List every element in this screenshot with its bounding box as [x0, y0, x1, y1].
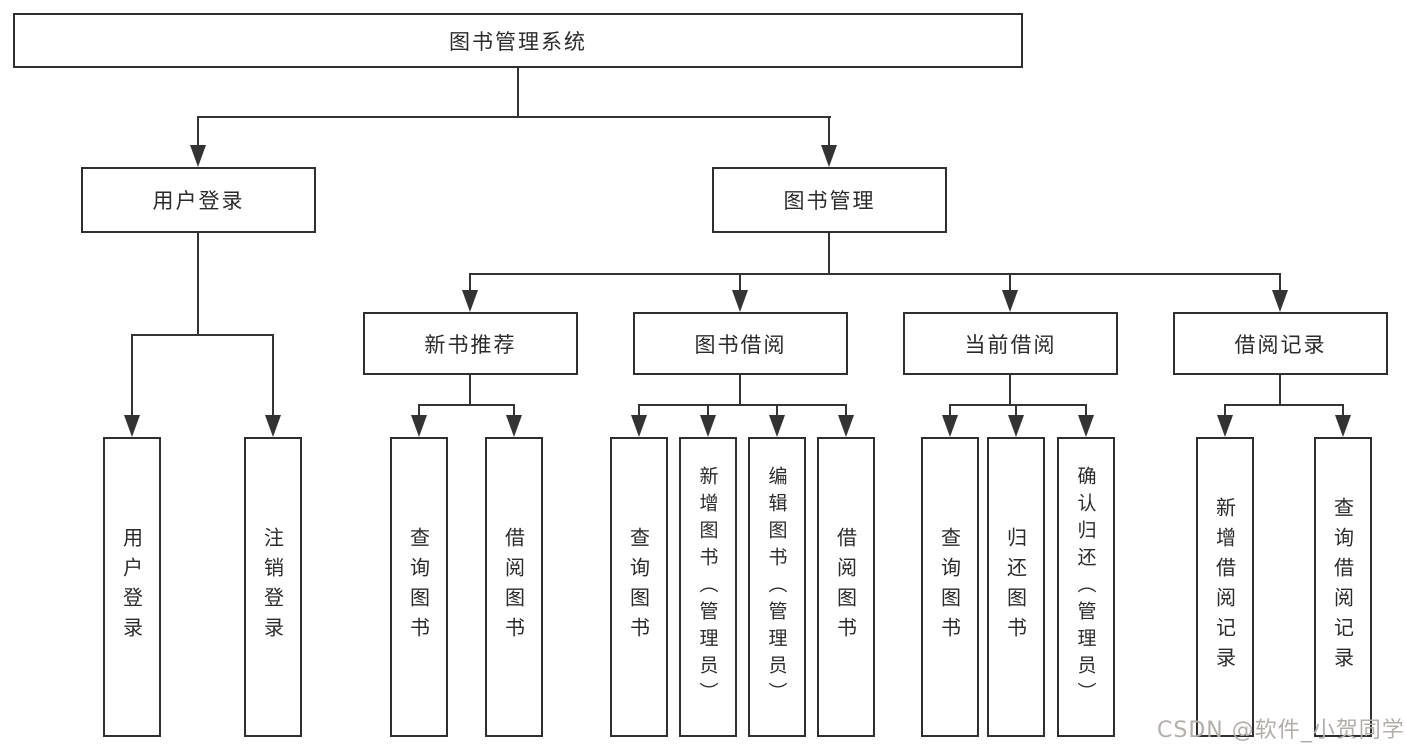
leaf-borrow-books: 借阅图书 [817, 437, 875, 737]
connector-line [739, 375, 741, 406]
leaf-query-borrow-record: 查询借阅记录 [1314, 437, 1372, 737]
arrow-down-icon [1002, 290, 1018, 312]
connector-line [707, 404, 709, 416]
arrow-down-icon [1335, 415, 1351, 437]
connector-line [197, 116, 199, 146]
leaf-edit-book-admin: 编辑图书（管理员） [748, 437, 806, 737]
arrow-down-icon [821, 145, 837, 167]
connector-line [469, 273, 471, 291]
connector-line [197, 116, 831, 118]
arrow-down-icon [462, 290, 478, 312]
node-library-management-system: 图书管理系统 [13, 13, 1023, 68]
leaf-query-books-borrowing: 查询图书 [610, 437, 668, 737]
arrow-down-icon [190, 145, 206, 167]
connector-line [739, 273, 741, 291]
watermark: CSDN @软件_小贺同学 [1157, 718, 1405, 743]
leaf-query-books-recommendation: 查询图书 [390, 437, 448, 737]
connector-line [131, 334, 274, 336]
leaf-logout: 注销登录 [244, 437, 302, 737]
leaf-confirm-return-admin: 确认归还（管理员） [1057, 437, 1115, 737]
node-new-book-recommendation: 新书推荐 [363, 312, 578, 375]
connector-line [418, 404, 515, 406]
connector-line [949, 404, 1087, 406]
connector-line [1009, 375, 1011, 406]
connector-line [776, 404, 778, 416]
connector-line [1342, 404, 1344, 416]
arrow-down-icon [1008, 415, 1024, 437]
arrow-down-icon [1272, 290, 1288, 312]
connector-line [1224, 404, 1226, 416]
arrow-down-icon [265, 415, 281, 437]
node-borrowing-records: 借阅记录 [1173, 312, 1388, 375]
leaf-query-books-current: 查询图书 [921, 437, 979, 737]
arrow-down-icon [700, 415, 716, 437]
connector-line [469, 375, 471, 406]
leaf-add-book-admin: 新增图书（管理员） [679, 437, 737, 737]
connector-line [949, 404, 951, 416]
connector-line [638, 404, 640, 416]
connector-line [197, 233, 199, 336]
connector-line [638, 404, 847, 406]
connector-line [1279, 375, 1281, 406]
arrow-down-icon [1078, 415, 1094, 437]
arrow-down-icon [838, 415, 854, 437]
node-book-management: 图书管理 [712, 167, 947, 233]
node-user-login: 用户登录 [81, 167, 316, 233]
leaf-add-borrow-record: 新增借阅记录 [1196, 437, 1254, 737]
connector-line [845, 404, 847, 416]
connector-line [828, 233, 830, 275]
connector-line [1279, 273, 1281, 291]
leaf-borrow-books-recommendation: 借阅图书 [485, 437, 543, 737]
arrow-down-icon [411, 415, 427, 437]
arrow-down-icon [769, 415, 785, 437]
connector-line [828, 116, 830, 146]
connector-line [513, 404, 515, 416]
connector-line [517, 68, 519, 118]
connector-line [469, 273, 1281, 275]
arrow-down-icon [631, 415, 647, 437]
connector-line [1085, 404, 1087, 416]
arrow-down-icon [124, 415, 140, 437]
leaf-user-login: 用户登录 [103, 437, 161, 737]
leaf-return-books: 归还图书 [987, 437, 1045, 737]
connector-line [418, 404, 420, 416]
arrow-down-icon [942, 415, 958, 437]
node-current-borrowing: 当前借阅 [903, 312, 1118, 375]
connector-line [1009, 273, 1011, 291]
connector-line [131, 334, 133, 415]
arrow-down-icon [1217, 415, 1233, 437]
node-book-borrowing: 图书借阅 [633, 312, 848, 375]
arrow-down-icon [732, 290, 748, 312]
arrow-down-icon [506, 415, 522, 437]
connector-line [1015, 404, 1017, 416]
connector-line [1224, 404, 1344, 406]
connector-line [272, 334, 274, 415]
